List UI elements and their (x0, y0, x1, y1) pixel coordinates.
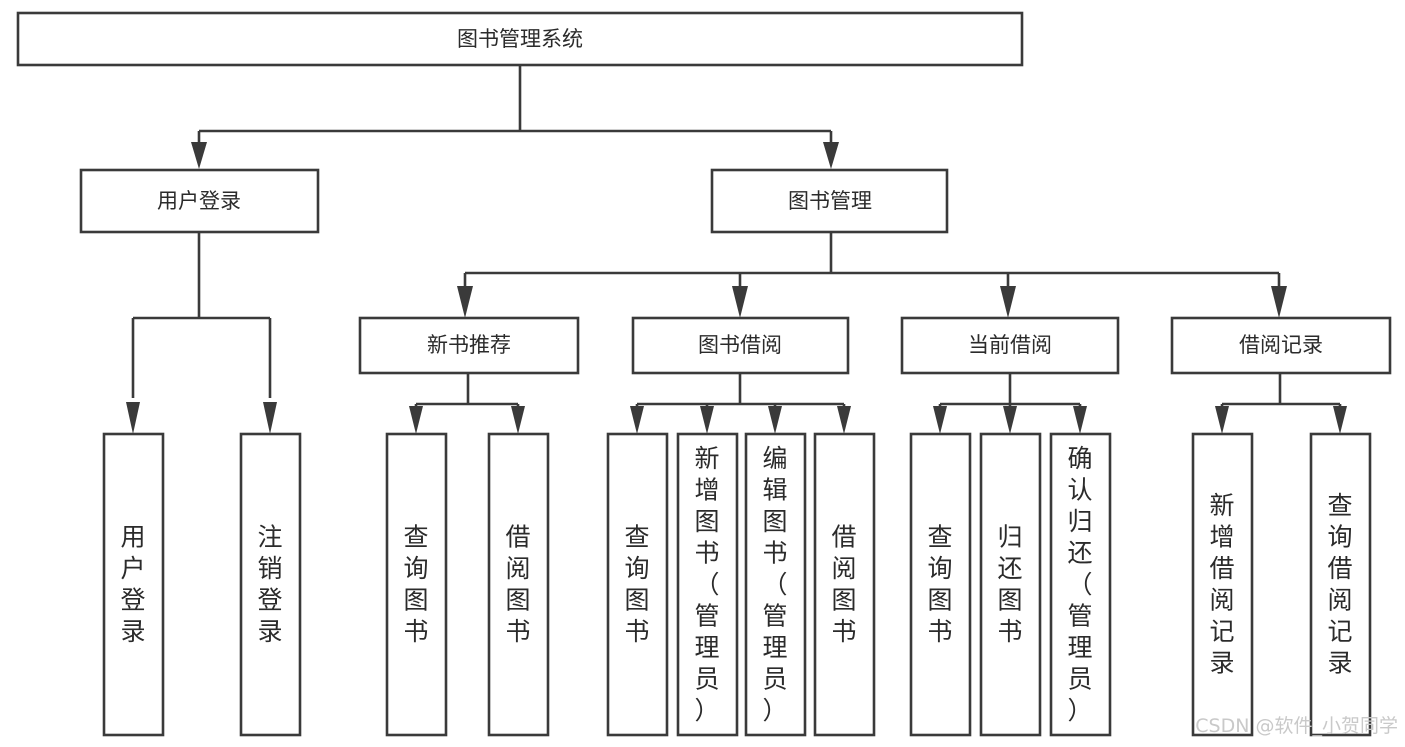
node-leaf-query-book-1-box[interactable] (385, 432, 448, 737)
node-current-borrow-box[interactable] (900, 316, 1120, 375)
node-leaf-confirm-return-label: 确认归还（管理员） (1067, 444, 1092, 725)
arrow-to-leaf-query-book-2 (630, 406, 644, 434)
arrow-to-current-borrow (1000, 286, 1016, 318)
node-user-login-box[interactable] (79, 168, 320, 234)
node-borrow-record[interactable]: 借阅记录 (1170, 316, 1392, 375)
node-borrow-record-box[interactable] (1170, 316, 1392, 375)
arrow-to-leaf-confirm-return (1073, 406, 1087, 434)
node-leaf-user-login[interactable]: 用户登录 (102, 432, 165, 737)
node-leaf-edit-book[interactable]: 编辑图书（管理员） (744, 432, 807, 737)
node-leaf-query-book-3-label: 查询图书 (927, 523, 952, 647)
node-leaf-query-book-3[interactable]: 查询图书 (909, 432, 972, 737)
node-leaf-user-login-box[interactable] (102, 432, 165, 737)
node-leaf-query-book-1[interactable]: 查询图书 (385, 432, 448, 737)
node-leaf-query-record-box[interactable] (1309, 432, 1372, 737)
node-new-book-recommend-label: 新书推荐 (427, 333, 511, 357)
node-leaf-edit-book-box[interactable] (744, 432, 807, 737)
node-leaf-logout[interactable]: 注销登录 (239, 432, 302, 737)
arrow-to-book-borrow (732, 286, 748, 318)
node-book-borrow-box[interactable] (631, 316, 850, 375)
node-leaf-add-record-label: 新增借阅记录 (1209, 491, 1234, 678)
node-leaf-query-book-3-box[interactable] (909, 432, 972, 737)
arrow-to-leaf-logout (263, 402, 277, 434)
node-leaf-borrow-book-2-box[interactable] (813, 432, 876, 737)
arrow-to-leaf-query-book-1 (409, 406, 423, 434)
node-current-borrow-label: 当前借阅 (968, 333, 1052, 357)
node-root[interactable]: 图书管理系统 (16, 11, 1024, 67)
node-leaf-query-book-1-label: 查询图书 (403, 523, 428, 647)
node-leaf-logout-label: 注销登录 (257, 523, 282, 647)
node-leaf-borrow-book-1-label: 借阅图书 (505, 523, 530, 647)
arrow-to-leaf-edit-book (768, 406, 782, 434)
node-leaf-borrow-book-2[interactable]: 借阅图书 (813, 432, 876, 737)
node-leaf-return-book-box[interactable] (979, 432, 1042, 737)
arrow-to-leaf-user-login (126, 402, 140, 434)
node-leaf-logout-box[interactable] (239, 432, 302, 737)
arrow-root-to-user-login (191, 142, 207, 169)
node-leaf-confirm-return-box[interactable] (1049, 432, 1112, 737)
node-root-box[interactable] (16, 11, 1024, 67)
node-leaf-borrow-book-1[interactable]: 借阅图书 (487, 432, 550, 737)
node-leaf-return-book[interactable]: 归还图书 (979, 432, 1042, 737)
node-leaf-add-book[interactable]: 新增图书（管理员） (676, 432, 739, 737)
node-book-borrow-label: 图书借阅 (698, 333, 782, 357)
node-user-login[interactable]: 用户登录 (79, 168, 320, 234)
arrow-to-leaf-add-book (700, 406, 714, 434)
node-leaf-add-book-label: 新增图书（管理员） (694, 444, 719, 725)
node-leaf-query-record[interactable]: 查询借阅记录 (1309, 432, 1372, 737)
node-leaf-user-login-label: 用户登录 (120, 523, 145, 647)
node-root-label: 图书管理系统 (457, 27, 583, 51)
node-new-book-recommend-box[interactable] (358, 316, 580, 375)
node-leaf-edit-book-label: 编辑图书（管理员） (762, 444, 787, 725)
arrow-to-leaf-query-record (1333, 406, 1347, 434)
arrow-to-leaf-add-record (1215, 406, 1229, 434)
arrow-to-leaf-borrow-book-2 (837, 406, 851, 434)
node-book-borrow[interactable]: 图书借阅 (631, 316, 850, 375)
node-leaf-borrow-book-2-label: 借阅图书 (831, 523, 856, 647)
node-leaf-borrow-book-1-box[interactable] (487, 432, 550, 737)
node-borrow-record-label: 借阅记录 (1239, 333, 1323, 357)
arrow-to-new-book-recommend (457, 286, 473, 318)
node-user-login-label: 用户登录 (157, 189, 241, 213)
node-leaf-add-record[interactable]: 新增借阅记录 (1191, 432, 1254, 737)
arrow-to-leaf-return-book (1003, 406, 1017, 434)
arrow-root-to-book-manage (823, 142, 839, 169)
node-leaf-query-record-label: 查询借阅记录 (1327, 491, 1352, 678)
arrow-to-leaf-borrow-book-1 (511, 406, 525, 434)
node-book-manage-box[interactable] (710, 168, 949, 234)
csdn-watermark: CSDN @软件_小贺同学 (1195, 715, 1398, 737)
node-current-borrow[interactable]: 当前借阅 (900, 316, 1120, 375)
arrow-to-borrow-record (1271, 286, 1287, 318)
arrow-to-leaf-query-book-3 (933, 406, 947, 434)
node-leaf-query-book-2-label: 查询图书 (624, 523, 649, 647)
node-leaf-confirm-return[interactable]: 确认归还（管理员） (1049, 432, 1112, 737)
node-book-manage-label: 图书管理 (788, 189, 872, 213)
connector-layer (126, 65, 1347, 434)
node-leaf-query-book-2-box[interactable] (606, 432, 669, 737)
node-book-manage[interactable]: 图书管理 (710, 168, 949, 234)
node-leaf-add-record-box[interactable] (1191, 432, 1254, 737)
node-leaf-return-book-label: 归还图书 (997, 523, 1022, 647)
node-leaf-add-book-box[interactable] (676, 432, 739, 737)
node-new-book-recommend[interactable]: 新书推荐 (358, 316, 580, 375)
node-leaf-query-book-2[interactable]: 查询图书 (606, 432, 669, 737)
